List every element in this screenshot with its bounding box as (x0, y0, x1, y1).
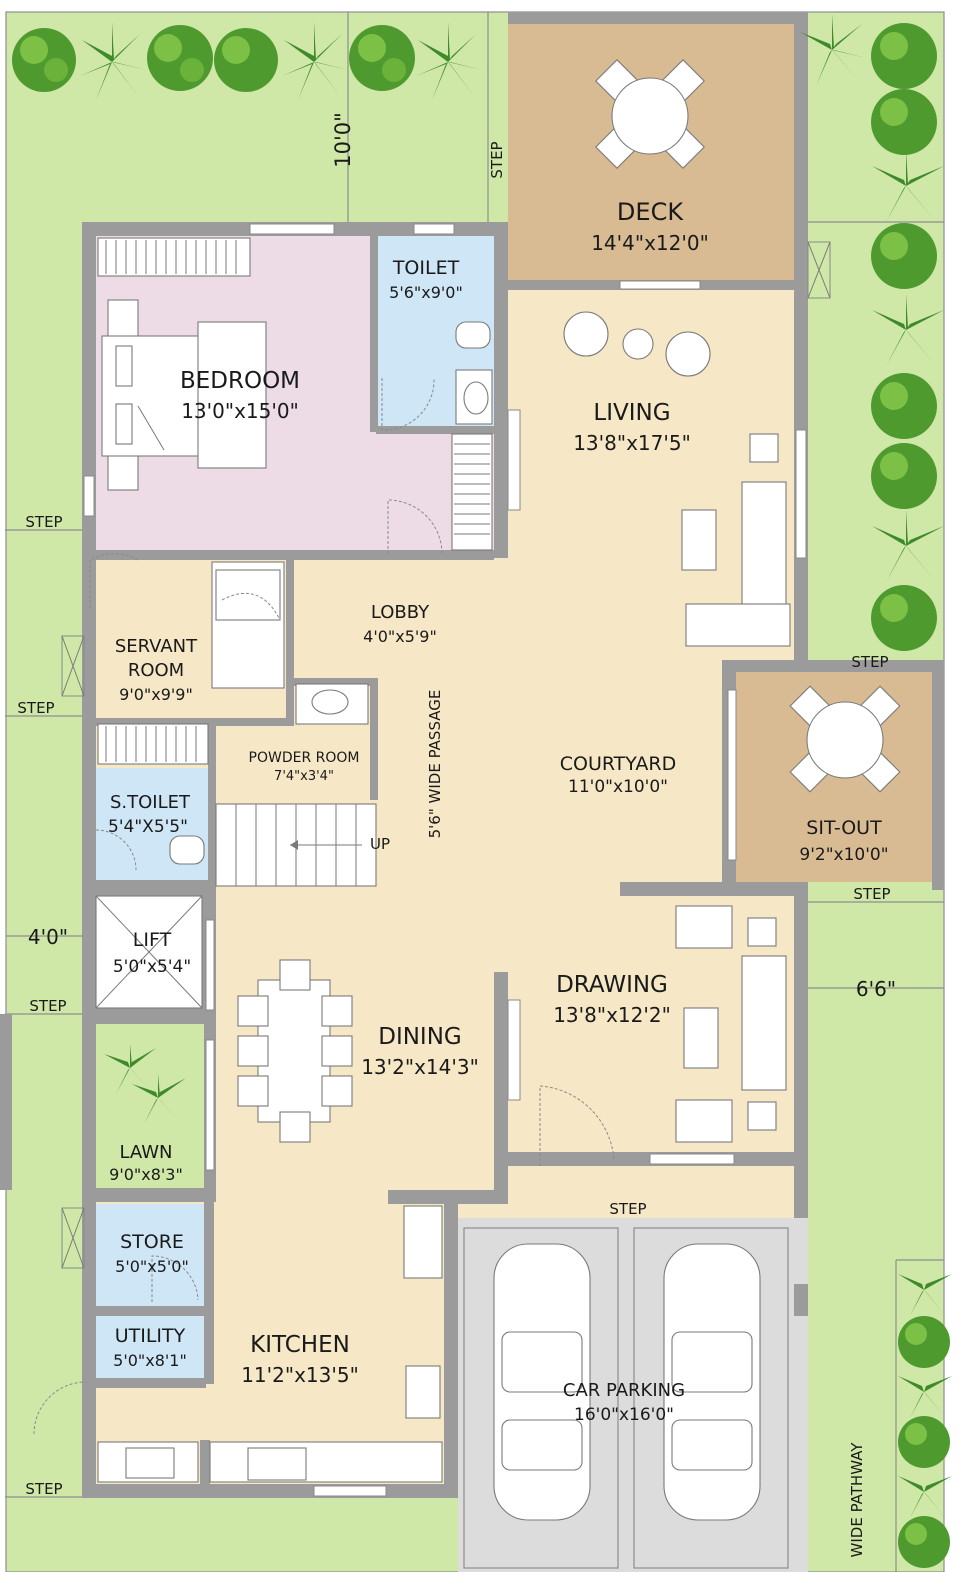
drawing-furniture (675, 905, 787, 1143)
pathway-label: WIDE PATHWAY (848, 1442, 866, 1558)
store-dims: 5'0"x5'0" (115, 1257, 189, 1276)
store-name: STORE (120, 1231, 184, 1253)
step-label-sitout: STEP (853, 885, 890, 903)
servant-name-1: SERVANT (115, 636, 198, 657)
stoilet-dims: 5'4"X5'5" (108, 817, 188, 837)
lawn-inner (96, 1024, 204, 1188)
step-label-kitchen: STEP (25, 1480, 62, 1498)
setback-top: 10'0" (331, 112, 355, 168)
kitchen-dims: 11'2"x13'5" (241, 1363, 359, 1387)
dining-dims: 13'2"x14'3" (361, 1055, 479, 1079)
dining-table (237, 959, 353, 1143)
deck-dims: 14'4"x12'0" (591, 231, 709, 255)
stoilet-name: S.TOILET (110, 792, 191, 813)
powder-dims: 7'4"x3'4" (274, 769, 334, 784)
store-floor (96, 1204, 204, 1308)
living-name: LIVING (593, 400, 670, 426)
lawn-name: LAWN (119, 1142, 172, 1163)
setback-right: 6'6" (856, 977, 896, 1001)
drawing-dims: 13'8"x12'2" (553, 1003, 671, 1027)
powder-name: POWDER ROOM (249, 750, 360, 766)
utility-floor (96, 1316, 204, 1380)
lift-dims: 5'0"x5'4" (113, 957, 191, 977)
passage-label: 5'6" WIDE PASSAGE (426, 690, 444, 839)
toilet-dims: 5'6"x9'0" (389, 283, 463, 302)
deck-name: DECK (617, 198, 684, 226)
utility-name: UTILITY (115, 1325, 186, 1347)
dining-name: DINING (378, 1024, 462, 1050)
drawing-name: DRAWING (556, 972, 668, 998)
step-label-bedroom: STEP (25, 513, 62, 531)
toilet-name: TOILET (392, 257, 460, 279)
deck-table (595, 59, 705, 169)
tree-row-top (12, 22, 482, 100)
setback-left: 4'0" (28, 925, 68, 949)
bedroom-name: BEDROOM (180, 368, 300, 394)
step-label-top: STEP (488, 141, 506, 178)
tree-column-right (800, 14, 952, 1568)
lawn-dims: 9'0"x8'3" (109, 1165, 183, 1184)
lobby-dims: 4'0"x5'9" (363, 627, 437, 646)
parking-dims: 16'0"x16'0" (574, 1405, 674, 1425)
living-furniture (563, 311, 791, 647)
step-label-living: STEP (851, 653, 888, 671)
living-dims: 13'8"x17'5" (573, 431, 691, 455)
sitout-table (789, 685, 901, 793)
servant-name-2: ROOM (128, 660, 184, 681)
bed (101, 299, 267, 491)
sitout-name: SIT-OUT (806, 817, 882, 839)
utility-dims: 5'0"x8'1" (113, 1351, 187, 1370)
car-left (493, 1243, 591, 1521)
step-label-lift: STEP (29, 997, 66, 1015)
up-label: UP (370, 835, 390, 853)
step-label-parking: STEP (609, 1200, 646, 1218)
courtyard-name: COURTYARD (560, 753, 677, 775)
kitchen-name: KITCHEN (250, 1332, 350, 1358)
sitout-dims: 9'2"x10'0" (799, 845, 888, 865)
tree-lawn (104, 1044, 186, 1124)
lift-name: LIFT (133, 929, 172, 951)
courtyard-dims: 11'0"x10'0" (568, 777, 668, 797)
stoilet-floor (96, 768, 208, 884)
servant-dims: 9'0"x9'9" (119, 685, 193, 704)
lobby-name: LOBBY (371, 602, 430, 623)
staircase (215, 803, 377, 887)
car-right (663, 1243, 761, 1521)
bedroom-dims: 13'0"x15'0" (181, 399, 299, 423)
step-label-servant: STEP (17, 699, 54, 717)
parking-name: CAR PARKING (563, 1380, 685, 1401)
